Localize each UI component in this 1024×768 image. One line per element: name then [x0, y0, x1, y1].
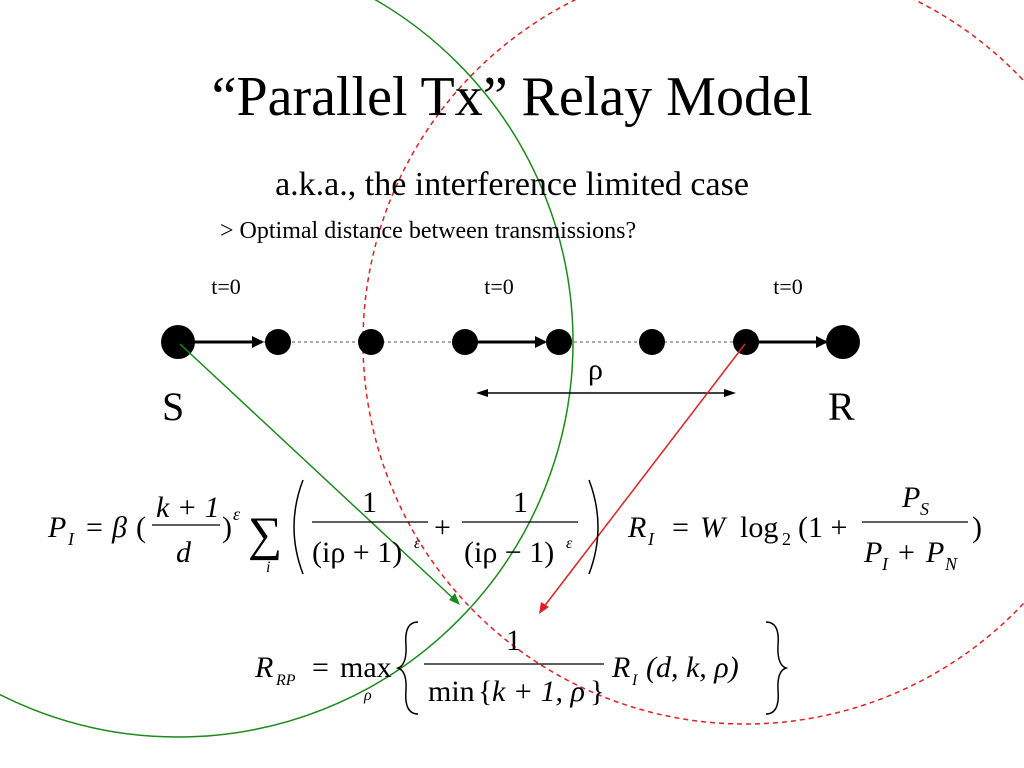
- spacing-label: ρ: [588, 353, 603, 386]
- time-label-3: t=0: [773, 274, 803, 299]
- slide-question: > Optimal distance between transmissions…: [220, 218, 637, 244]
- eq2-log-base: 2: [782, 529, 791, 549]
- slide-title: “Parallel Tx” Relay Model: [211, 66, 813, 128]
- eq1-den: d: [176, 536, 192, 569]
- eq1-beta: β: [111, 511, 127, 544]
- relay-label: R: [828, 384, 855, 429]
- rho-arrowhead-left: [476, 389, 488, 397]
- eq1-term2-den: (iρ − 1): [464, 536, 554, 569]
- green-pointer-arrow: [179, 343, 456, 601]
- eq2-num: P: [901, 481, 920, 514]
- eq2-one-plus: (1 +: [798, 511, 847, 544]
- tx-arrowhead-2: [535, 336, 547, 348]
- slide-subtitle: a.k.a., the interference limited case: [275, 166, 749, 203]
- eq1-term2-num: 1: [513, 486, 528, 519]
- svg-text:}: }: [590, 675, 604, 708]
- green-pointer-arrowhead: [449, 593, 460, 605]
- eq3-rhs-sub: I: [631, 672, 638, 689]
- eq3-num: 1: [506, 624, 521, 657]
- rate-equation: R I = W log 2 (1 + P S P I + P N ): [627, 481, 982, 574]
- eq3-min-args: k + 1, ρ: [492, 675, 585, 708]
- eq1-term1-num: 1: [362, 486, 377, 519]
- svg-text:{: {: [478, 675, 492, 708]
- green-range-circle: [0, 0, 574, 738]
- relay-rate-equation: R RP = max ρ 1 min { k + 1, ρ } R I (d, …: [254, 621, 789, 715]
- eq1-term2-exp: ε: [566, 535, 573, 552]
- eq3-max: max: [340, 651, 392, 684]
- svg-text:=: =: [312, 651, 329, 684]
- eq2-den-b: P: [925, 536, 944, 569]
- eq3-max-sub: ρ: [363, 687, 372, 704]
- eq2-den-b-sub: N: [944, 554, 958, 574]
- relay-node-1: [265, 329, 291, 355]
- svg-text:): ): [222, 511, 232, 544]
- eq2-den-a: P: [863, 536, 882, 569]
- svg-text:(: (: [136, 511, 146, 544]
- eq2-den-a-sub: I: [881, 554, 889, 574]
- source-label: S: [162, 384, 185, 429]
- red-pointer-arrowhead: [539, 602, 549, 614]
- relay-node-3: [452, 329, 478, 355]
- time-label-1: t=0: [211, 274, 241, 299]
- eq2-num-sub: S: [920, 499, 929, 519]
- eq1-lhs: P: [47, 511, 66, 544]
- eq3-rhs: R: [611, 651, 630, 684]
- eq2-close: ): [972, 511, 982, 544]
- eq1-exp: ε: [233, 504, 241, 524]
- eq1-lhs-sub: I: [67, 529, 75, 549]
- eq2-w: W: [700, 511, 728, 544]
- tx-arrowhead-3: [816, 336, 828, 348]
- relay-node-5: [639, 329, 665, 355]
- eq2-lhs: R: [627, 511, 646, 544]
- eq3-rhs-args: (d, k, ρ): [646, 651, 739, 684]
- eq3-min: min: [428, 675, 475, 708]
- relay-node-2: [358, 329, 384, 355]
- red-pointer-arrow: [542, 343, 746, 609]
- svg-text:+: +: [434, 511, 451, 544]
- relay-node-4: [546, 329, 572, 355]
- tx-arrowhead-1: [252, 336, 264, 348]
- time-label-2: t=0: [484, 274, 514, 299]
- rho-arrowhead-right: [724, 389, 736, 397]
- destination-node: [826, 325, 860, 359]
- svg-text:=: =: [672, 511, 689, 544]
- svg-text:=: =: [86, 511, 103, 544]
- eq2-lhs-sub: I: [647, 529, 655, 549]
- eq1-sum-index: i: [266, 559, 270, 576]
- eq2-log: log: [740, 511, 778, 544]
- eq1-sum: ∑: [248, 508, 282, 561]
- eq1-term1-den: (iρ + 1): [312, 536, 402, 569]
- eq3-lhs-sub: RP: [275, 672, 296, 689]
- relay-node-6: [733, 329, 759, 355]
- interference-equation: P I = β ( k + 1 d ) ε ∑ i 1 (iρ + 1) ε +…: [47, 479, 599, 576]
- eq3-lhs: R: [254, 651, 273, 684]
- eq2-den-plus: +: [898, 536, 915, 569]
- eq1-term1-exp: ε: [414, 535, 421, 552]
- eq1-num: k + 1: [156, 491, 220, 524]
